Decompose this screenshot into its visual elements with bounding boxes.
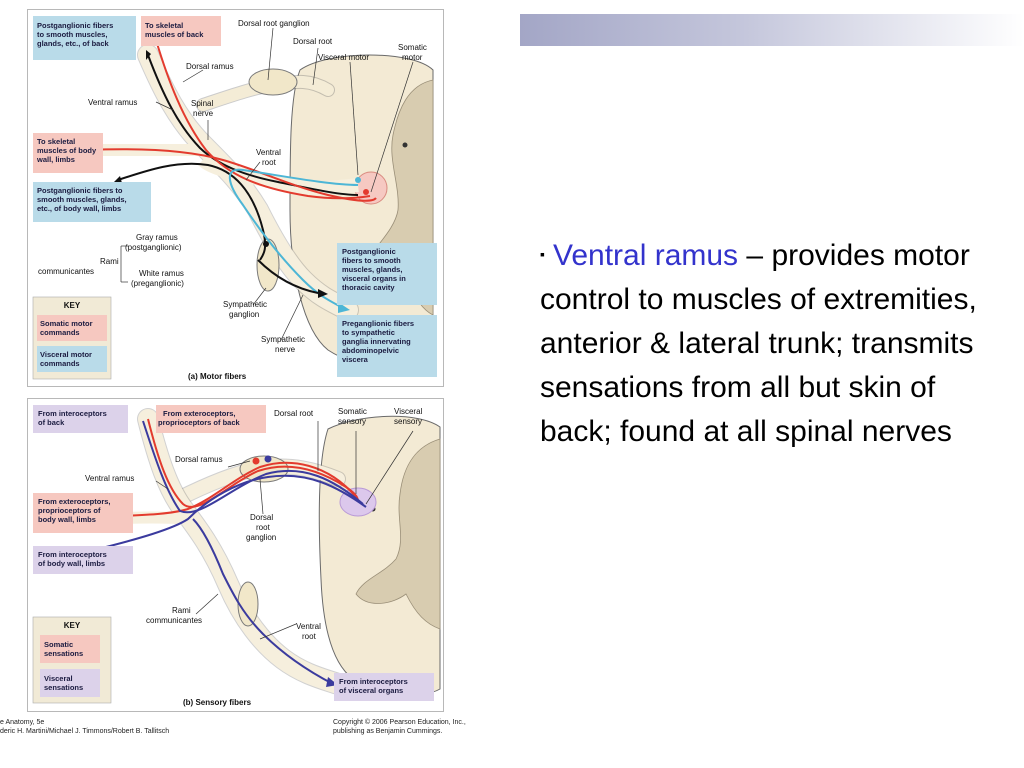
visceral-sensory-fiber-body-wall [97, 474, 367, 550]
label-gray-ramus: Gray ramus(postganglionic) [125, 233, 182, 252]
somatic-motor-neuron [363, 189, 369, 195]
box-skeletal-body-wall [33, 133, 103, 173]
label-dorsal-root: Dorsal root [274, 409, 314, 418]
label-dorsal-ramus: Dorsal ramus [186, 62, 234, 71]
key-visceral-swatch [37, 346, 107, 372]
motor-key-title: KEY [64, 301, 81, 310]
label-dorsal-root-ganglion: Dorsal root ganglion [238, 19, 310, 28]
gray-matter [355, 438, 441, 630]
credit-textbook: e Anatomy, 5e deric H. Martini/Michael J… [0, 719, 170, 735]
box-postganglionic-back [33, 16, 136, 60]
box-interoceptors-body-wall [33, 546, 133, 574]
visceral-fiber-to-back [147, 54, 359, 196]
bullet-point: ▪ Ventral ramus – provides motor control … [540, 232, 1010, 454]
label-ventral-ramus: Ventral ramus [88, 98, 137, 107]
somatic-motor-fiber-back [155, 39, 371, 200]
box-skeletal-back [141, 16, 221, 46]
label-visceral-motor: Visceral motor [318, 53, 369, 62]
key-somatic-swatch [40, 635, 100, 663]
visceral-motor-fiber [228, 168, 359, 309]
central-canal [402, 142, 408, 148]
motor-nucleus-highlight [354, 171, 388, 205]
credit-copyright: Copyright © 2006 Pearson Education, Inc.… [333, 719, 466, 735]
box-exteroceptors-back [156, 405, 266, 433]
motor-figure-caption: (a) Motor fibers [188, 372, 247, 381]
dorsal-root-ganglion [248, 68, 298, 96]
sympathetic-ganglion [237, 581, 259, 627]
visceral-sensory-neuron [264, 455, 272, 463]
somatic-motor-fiber-body-wall [87, 148, 377, 202]
visceral-motor-neuron [355, 177, 361, 183]
box-preganglionic-abdominopelvic [337, 315, 437, 377]
visceral-sensory-fiber-organs [192, 518, 334, 685]
term-ventral-ramus: Ventral ramus [552, 239, 739, 272]
bullet-square-icon: ▪ [540, 246, 545, 262]
gray-ramus-fiber [117, 162, 267, 261]
sensory-figure-caption: (b) Sensory fibers [183, 698, 252, 707]
box-postganglionic-body-wall [33, 182, 151, 222]
box-postganglionic-thoracic [337, 243, 437, 305]
somatic-sensory-neuron [252, 457, 260, 465]
label-ventral-ramus: Ventral ramus [85, 474, 134, 483]
box-interoceptors-visceral [334, 673, 434, 701]
term-dash: – [738, 239, 764, 272]
somatic-sensory-fiber-body-wall [97, 461, 357, 518]
sympathetic-ganglion [256, 238, 280, 292]
key-visceral-swatch [40, 669, 100, 697]
label-white-ramus: White ramus(preganglionic) [131, 269, 184, 288]
box-exteroceptors-body-wall [33, 493, 133, 533]
label-dorsal-root: Dorsal root [293, 37, 333, 46]
title-accent-bar [520, 14, 1024, 46]
label-dorsal-ramus: Dorsal ramus [175, 455, 223, 464]
box-interoceptors-back [33, 405, 128, 433]
visceral-sensory-fiber-back [142, 420, 364, 514]
box-exteroceptors-back-text: From exteroceptors,proprioceptors of bac… [158, 409, 241, 427]
sensory-key-title: KEY [64, 621, 81, 630]
bullet-body-text: provides motor control to muscles of ext… [540, 239, 977, 448]
key-somatic-swatch [37, 315, 107, 341]
